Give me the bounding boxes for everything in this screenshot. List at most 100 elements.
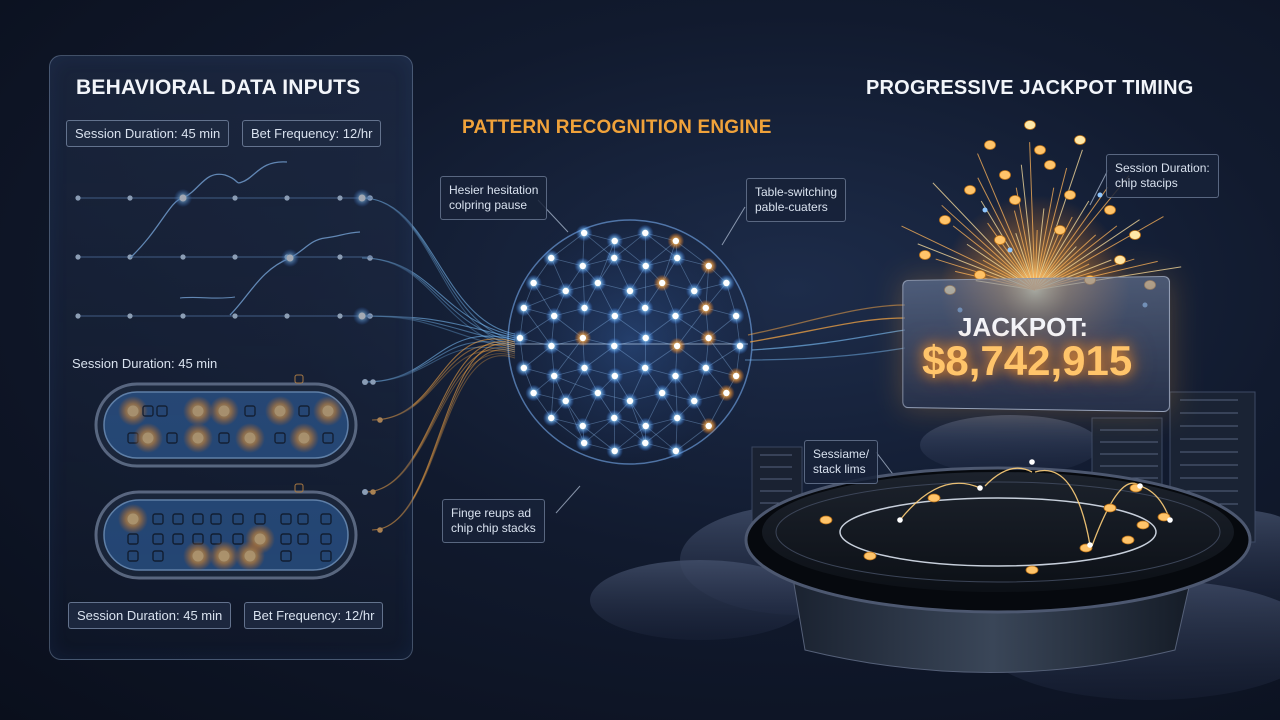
- table-arc-node-5: [1167, 517, 1173, 523]
- table-arc-node-2: [1029, 459, 1035, 465]
- coin-5: [1009, 195, 1021, 205]
- network-node-48: [548, 414, 555, 422]
- seat-active-556-3: [218, 550, 230, 562]
- chart-point-0-0: [75, 195, 81, 201]
- chart-trend-1: [129, 161, 288, 259]
- network-node-45: [658, 389, 666, 397]
- annotation-hesitation-line-1: Hesier hesitation: [449, 183, 539, 197]
- network-node-4: [548, 254, 555, 262]
- seat-active-411-8: [322, 405, 334, 417]
- chart-highlight-2: [358, 194, 366, 202]
- network-node-44: [626, 397, 634, 405]
- table-arc-node-3: [1087, 542, 1093, 548]
- chart-point-0-4: [284, 195, 290, 201]
- table-chip-0: [819, 515, 833, 525]
- network-node-22: [672, 312, 679, 320]
- chart-point-2-0: [75, 313, 81, 319]
- table-chip-5: [1103, 503, 1117, 513]
- annotation-session-line-2: chip stacips: [1115, 176, 1178, 190]
- flow-line-3-0: [364, 335, 516, 383]
- network-node-55: [611, 447, 618, 455]
- seat-active-438-1: [142, 432, 154, 444]
- network-node-23: [702, 304, 710, 312]
- flow-line-6-1: [371, 349, 516, 531]
- seat-active-411-0: [127, 405, 139, 417]
- annotation-hesitation: Hesier hesitation colpring pause: [440, 176, 548, 220]
- seat-active-411-6: [274, 405, 286, 417]
- seat-empty-539-9: [320, 533, 332, 545]
- engine-sphere-glow: [490, 202, 770, 482]
- network-node-40: [732, 372, 740, 380]
- coin-8: [1129, 230, 1141, 240]
- network-node-6: [611, 254, 618, 262]
- annotation-table-switching-line-1: Table-switching: [755, 185, 838, 199]
- engine-title: PATTERN RECOGNITION ENGINE: [462, 117, 772, 138]
- chart-point-1-0: [75, 254, 81, 260]
- network-node-10: [530, 279, 537, 287]
- seat-empty-438-2: [166, 432, 178, 444]
- coin-7: [939, 215, 951, 225]
- network-node-11: [562, 287, 569, 295]
- ray-12: [980, 200, 1036, 291]
- annotation-chip-stacks-line-1: Finge reups ad: [451, 506, 532, 520]
- network-node-7: [642, 262, 649, 270]
- seat-empty-519-5: [232, 513, 244, 525]
- chart-point-1-2: [180, 254, 186, 260]
- coin-19: [1064, 190, 1076, 200]
- seat-empty-539-5: [232, 533, 244, 545]
- seat-empty-519-4: [210, 513, 222, 525]
- flow-source-3: [370, 379, 376, 385]
- network-node-32: [736, 342, 744, 350]
- table-chip-2: [927, 493, 941, 503]
- output-flow-lines: [744, 304, 906, 361]
- ray-21: [1034, 208, 1045, 291]
- chart-point-0-5: [337, 195, 343, 201]
- network-node-2: [642, 229, 649, 237]
- table-chip-stacks: [819, 459, 1173, 575]
- coin-18: [999, 170, 1011, 180]
- table-chip-6: [1121, 535, 1135, 545]
- network-node-52: [674, 414, 681, 422]
- ray-16: [1013, 210, 1036, 291]
- seat-active-438-7: [298, 432, 310, 444]
- seat-empty-519-2: [172, 513, 184, 525]
- seat-empty-411-7: [298, 405, 310, 417]
- annotation-hesitation-line-2: colpring pause: [449, 198, 528, 212]
- flow-line-0-1: [361, 197, 516, 341]
- network-node-39: [702, 364, 710, 372]
- flow-line-1-1: [361, 257, 516, 343]
- seat-empty-556-5: [280, 550, 292, 562]
- seat-empty-411-2: [156, 405, 168, 417]
- behavioral-inputs-title: BEHAVIORAL DATA INPUTS: [76, 76, 361, 99]
- network-node-42: [562, 397, 569, 405]
- coin-10: [994, 235, 1006, 245]
- table-seat-markers: [118, 396, 343, 571]
- network-node-5: [579, 262, 586, 270]
- network-node-0: [580, 229, 588, 237]
- spark-4: [1007, 247, 1013, 253]
- network-node-49: [579, 422, 586, 430]
- ray-23: [1034, 167, 1068, 291]
- flow-line-4-2: [371, 349, 516, 421]
- flow-line-5-1: [364, 347, 516, 493]
- chart-point-1-5: [337, 254, 343, 260]
- table-chip-1: [863, 551, 877, 561]
- coin-3: [964, 185, 976, 195]
- coin-1: [984, 140, 996, 150]
- annotation-table-switching-line-2: pable-cuaters: [755, 200, 828, 214]
- network-node-24: [732, 312, 740, 320]
- seat-empty-539-2: [172, 533, 184, 545]
- network-node-46: [691, 397, 698, 405]
- flow-line-3-1: [364, 341, 516, 383]
- chart-point-2-1: [127, 313, 133, 319]
- flow-source-4: [377, 417, 383, 423]
- network-node-28: [611, 342, 618, 350]
- seat-empty-556-0: [127, 550, 139, 562]
- seat-active-539-6: [254, 533, 266, 545]
- ray-19: [1029, 142, 1036, 291]
- network-node-30: [673, 342, 681, 350]
- flow-line-0-0: [361, 197, 516, 335]
- table-chip-8: [1157, 512, 1171, 522]
- seat-empty-519-9: [320, 513, 332, 525]
- session-duration-label-mid: Session Duration: 45 min: [72, 356, 218, 371]
